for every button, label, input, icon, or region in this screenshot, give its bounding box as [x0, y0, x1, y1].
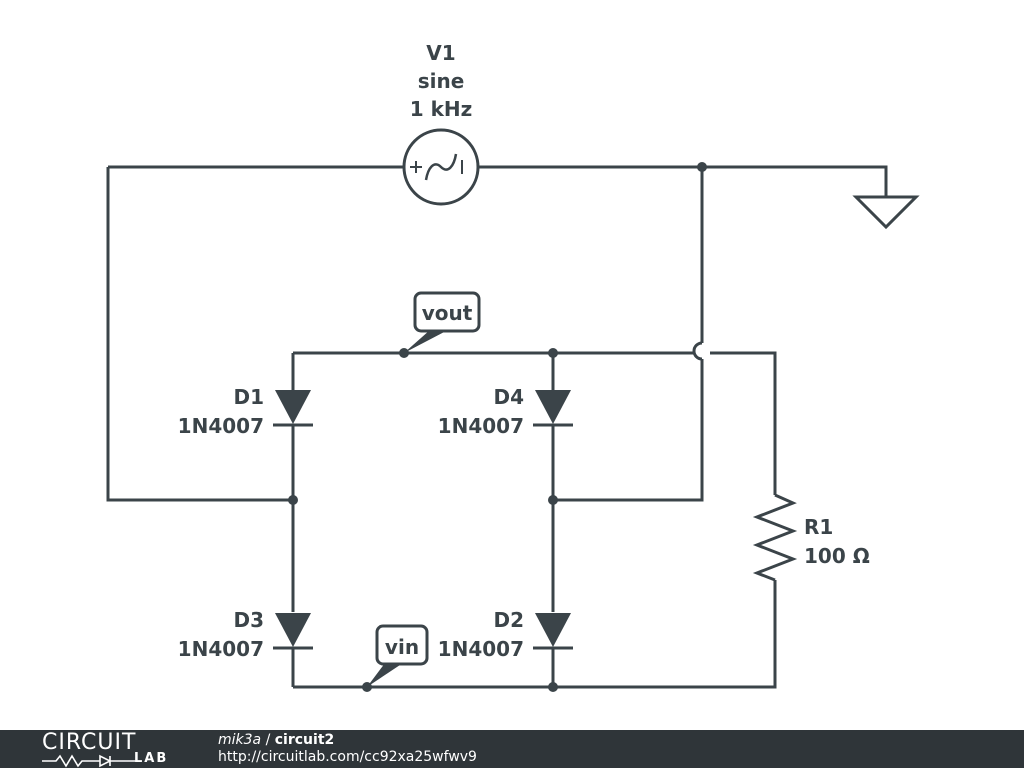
v1-freq-label: 1 kHz — [410, 97, 473, 121]
d3-name-label: D3 — [233, 608, 264, 632]
logo-circuit-text: CIRCUIT — [42, 730, 137, 755]
d2-name-label: D2 — [493, 608, 524, 632]
circuit-url[interactable]: http://circuitlab.com/cc92xa25wfwv9 — [218, 749, 477, 765]
circuitlab-logo[interactable]: CIRCUIT LAB — [42, 730, 182, 768]
junction-dots — [288, 162, 707, 692]
diode-d4[interactable] — [533, 390, 573, 427]
d2-part-label: 1N4007 — [438, 637, 524, 661]
resistor-r1[interactable] — [752, 493, 798, 582]
v1-type-label: sine — [418, 69, 465, 93]
author-name[interactable]: mik3a — [218, 732, 262, 748]
footer-bar: CIRCUIT LAB mik3a / circuit2 http://circ… — [0, 730, 1024, 768]
net-label-vin[interactable]: vin — [367, 624, 429, 687]
d3-part-label: 1N4007 — [178, 637, 264, 661]
circuit-schematic: V1 sine 1 kHz D1 1N4007 D4 1N4007 D3 1N4… — [106, 41, 920, 692]
net-label-vin-text: vin — [385, 635, 419, 659]
ground-symbol — [852, 195, 920, 230]
d4-name-label: D4 — [493, 385, 524, 409]
v1-name-label: V1 — [426, 41, 455, 65]
circuit-name[interactable]: circuit2 — [274, 732, 335, 748]
v1-source[interactable] — [402, 128, 480, 206]
diode-d1[interactable] — [273, 390, 313, 427]
d1-part-label: 1N4007 — [178, 414, 264, 438]
logo-lab-text: LAB — [134, 751, 169, 766]
d1-name-label: D1 — [233, 385, 264, 409]
net-label-vout-text: vout — [422, 301, 473, 325]
logo-waveform-icon — [42, 754, 137, 768]
wires — [106, 165, 888, 689]
r1-name-label: R1 — [804, 515, 833, 539]
diode-d2[interactable] — [533, 613, 573, 650]
credit-separator: / — [261, 732, 275, 748]
diode-d3[interactable] — [273, 613, 313, 650]
net-label-vout[interactable]: vout — [404, 291, 481, 353]
circuit-credit: mik3a / circuit2 http://circuitlab.com/c… — [218, 732, 477, 766]
r1-value-label: 100 Ω — [804, 544, 870, 568]
d4-part-label: 1N4007 — [438, 414, 524, 438]
